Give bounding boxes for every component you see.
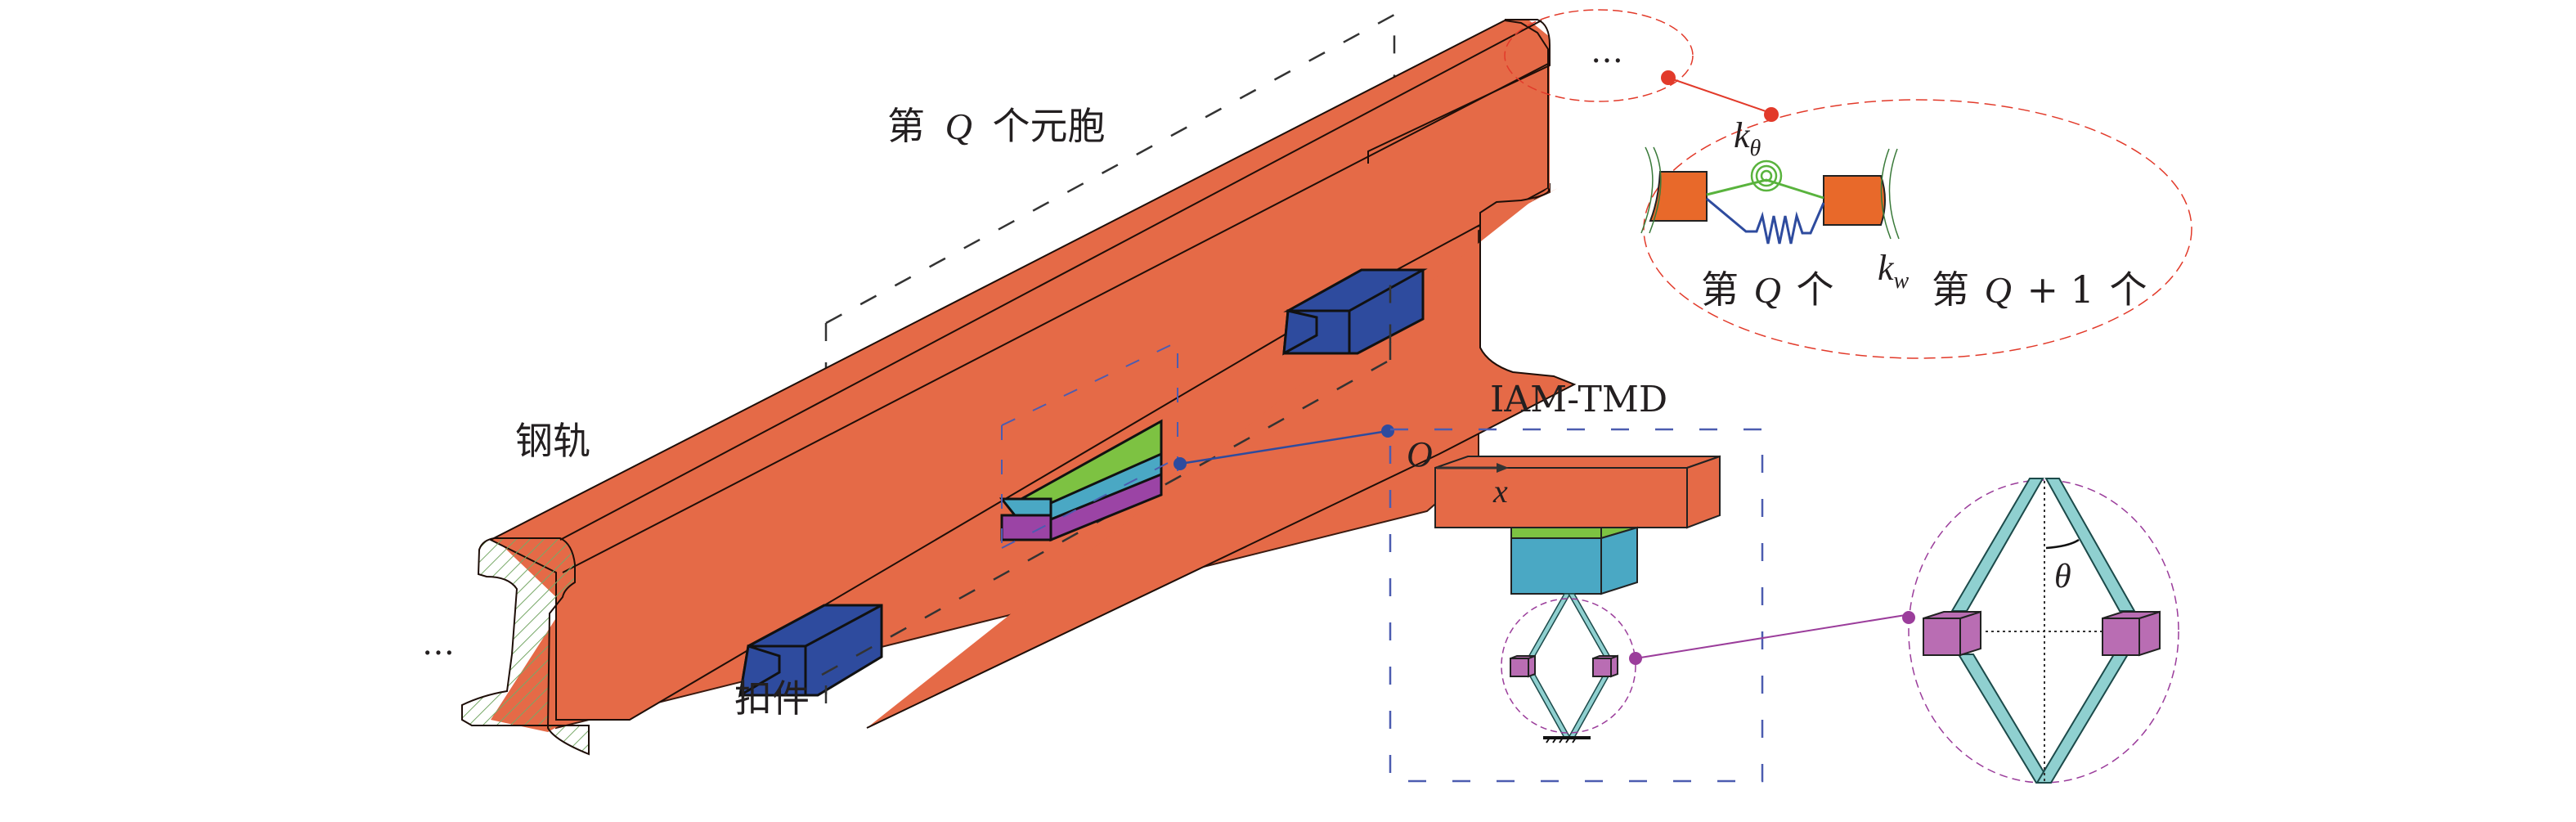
cell-boundary-front xyxy=(821,270,1392,703)
purple-callout xyxy=(1629,611,1915,665)
theta-label: θ xyxy=(2054,558,2071,595)
diamond-enlarged xyxy=(1908,478,2179,784)
cell-q-plus-1-label: 第 Q + 1 个 xyxy=(1932,267,2147,312)
rail-cross-section xyxy=(461,537,590,756)
cell-label: 第 Q 个元胞 xyxy=(887,104,1105,148)
tmd-stack-on-rail xyxy=(999,419,1163,542)
coupling-detail xyxy=(1640,146,1900,245)
x-axis-label: x xyxy=(1492,473,1508,510)
linear-spring-icon xyxy=(1706,197,1825,245)
k-w-label: kw xyxy=(1878,248,1910,294)
cell-q-label: 第 Q 个 xyxy=(1701,267,1833,312)
iam-tmd-detail xyxy=(1389,428,1764,783)
ellipsis-top: … xyxy=(1591,33,1623,70)
k-theta-label: kθ xyxy=(1734,115,1761,161)
fastener-label: 扣件 xyxy=(734,676,810,721)
ellipsis-left: … xyxy=(422,625,455,663)
rotational-spring-icon xyxy=(1750,159,1783,192)
fastener-right xyxy=(1282,268,1428,356)
red-callout xyxy=(1504,9,2192,359)
blue-callout xyxy=(1174,424,1394,470)
origin-label: O xyxy=(1407,434,1433,474)
fastener-left xyxy=(738,604,883,698)
iam-tmd-title: IAM-TMD xyxy=(1490,379,1667,420)
rail-label: 钢轨 xyxy=(515,419,590,463)
